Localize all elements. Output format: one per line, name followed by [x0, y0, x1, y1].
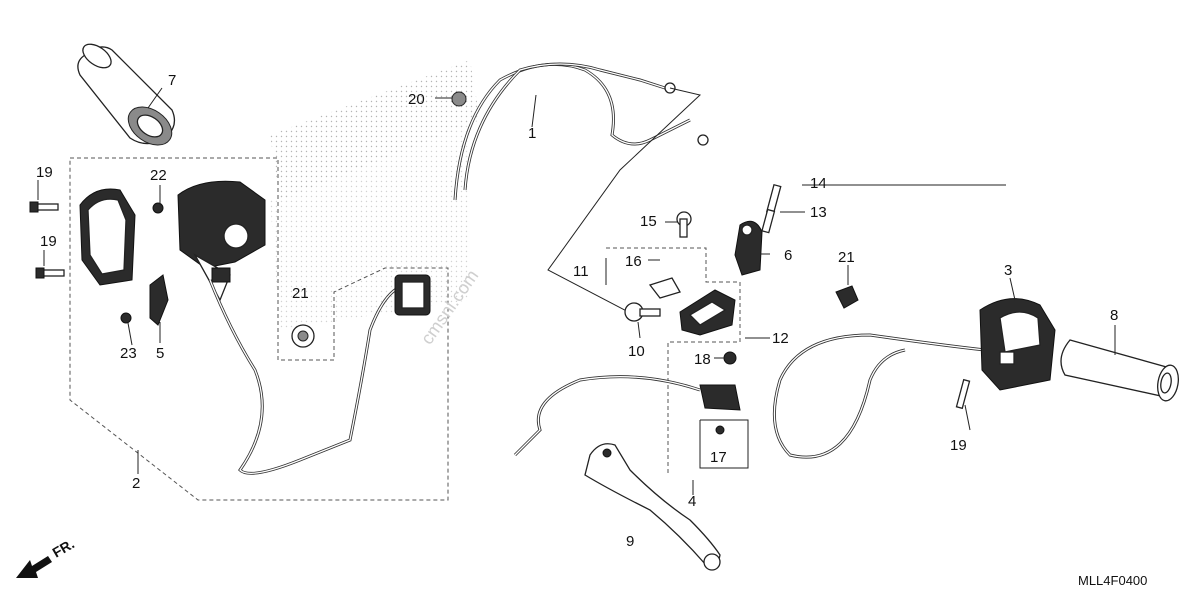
leader-lines [37, 87, 1116, 495]
label-22: 22 [150, 167, 167, 184]
right-switch-assembly [772, 298, 1056, 459]
group-boundary-12 [606, 247, 741, 475]
label-20: 20 [408, 91, 425, 108]
label-14: 14 [810, 175, 827, 192]
label-23: 23 [120, 345, 137, 362]
left-harness [208, 274, 431, 475]
right-grip [1060, 339, 1179, 402]
throttle-grip [77, 43, 176, 146]
diagram-code: MLL4F0400 [1078, 573, 1147, 588]
label-17: 17 [710, 449, 727, 466]
label-7: 7 [168, 72, 176, 89]
label-19-a: 19 [36, 164, 53, 181]
group-boundary-2 [69, 157, 449, 501]
label-21-a: 21 [292, 285, 309, 302]
part-labels: 7 20 1 19 22 19 21 23 5 2 14 13 15 6 21 … [36, 72, 1118, 550]
clutch-lever [584, 443, 721, 571]
label-9: 9 [626, 533, 634, 550]
cable-bracket-line [547, 87, 702, 319]
label-3: 3 [1004, 262, 1012, 279]
label-2: 2 [132, 475, 140, 492]
label-19-b: 19 [40, 233, 57, 250]
label-10: 10 [628, 343, 645, 360]
label-8: 8 [1110, 307, 1118, 324]
label-21-b: 21 [838, 249, 855, 266]
label-15: 15 [640, 213, 657, 230]
left-switch-housing [79, 180, 266, 302]
group-boundary-17 [699, 419, 749, 469]
label-13: 13 [810, 204, 827, 221]
left-fasteners [29, 91, 859, 348]
front-direction-indicator: FR. [16, 535, 77, 578]
label-1: 1 [528, 125, 536, 142]
label-19-c: 19 [950, 437, 967, 454]
label-11: 11 [573, 263, 589, 280]
front-label: FR. [50, 535, 78, 560]
arrow-icon [16, 556, 52, 578]
throttle-cables [453, 62, 709, 201]
label-6: 6 [784, 247, 792, 264]
clutch-switch-cable [513, 375, 701, 457]
label-12: 12 [772, 330, 789, 347]
label-4: 4 [688, 493, 696, 510]
label-16: 16 [625, 253, 642, 270]
clutch-perch-assembly [624, 183, 782, 435]
shading-band [270, 60, 480, 200]
label-5: 5 [156, 345, 164, 362]
label-18: 18 [694, 351, 711, 368]
